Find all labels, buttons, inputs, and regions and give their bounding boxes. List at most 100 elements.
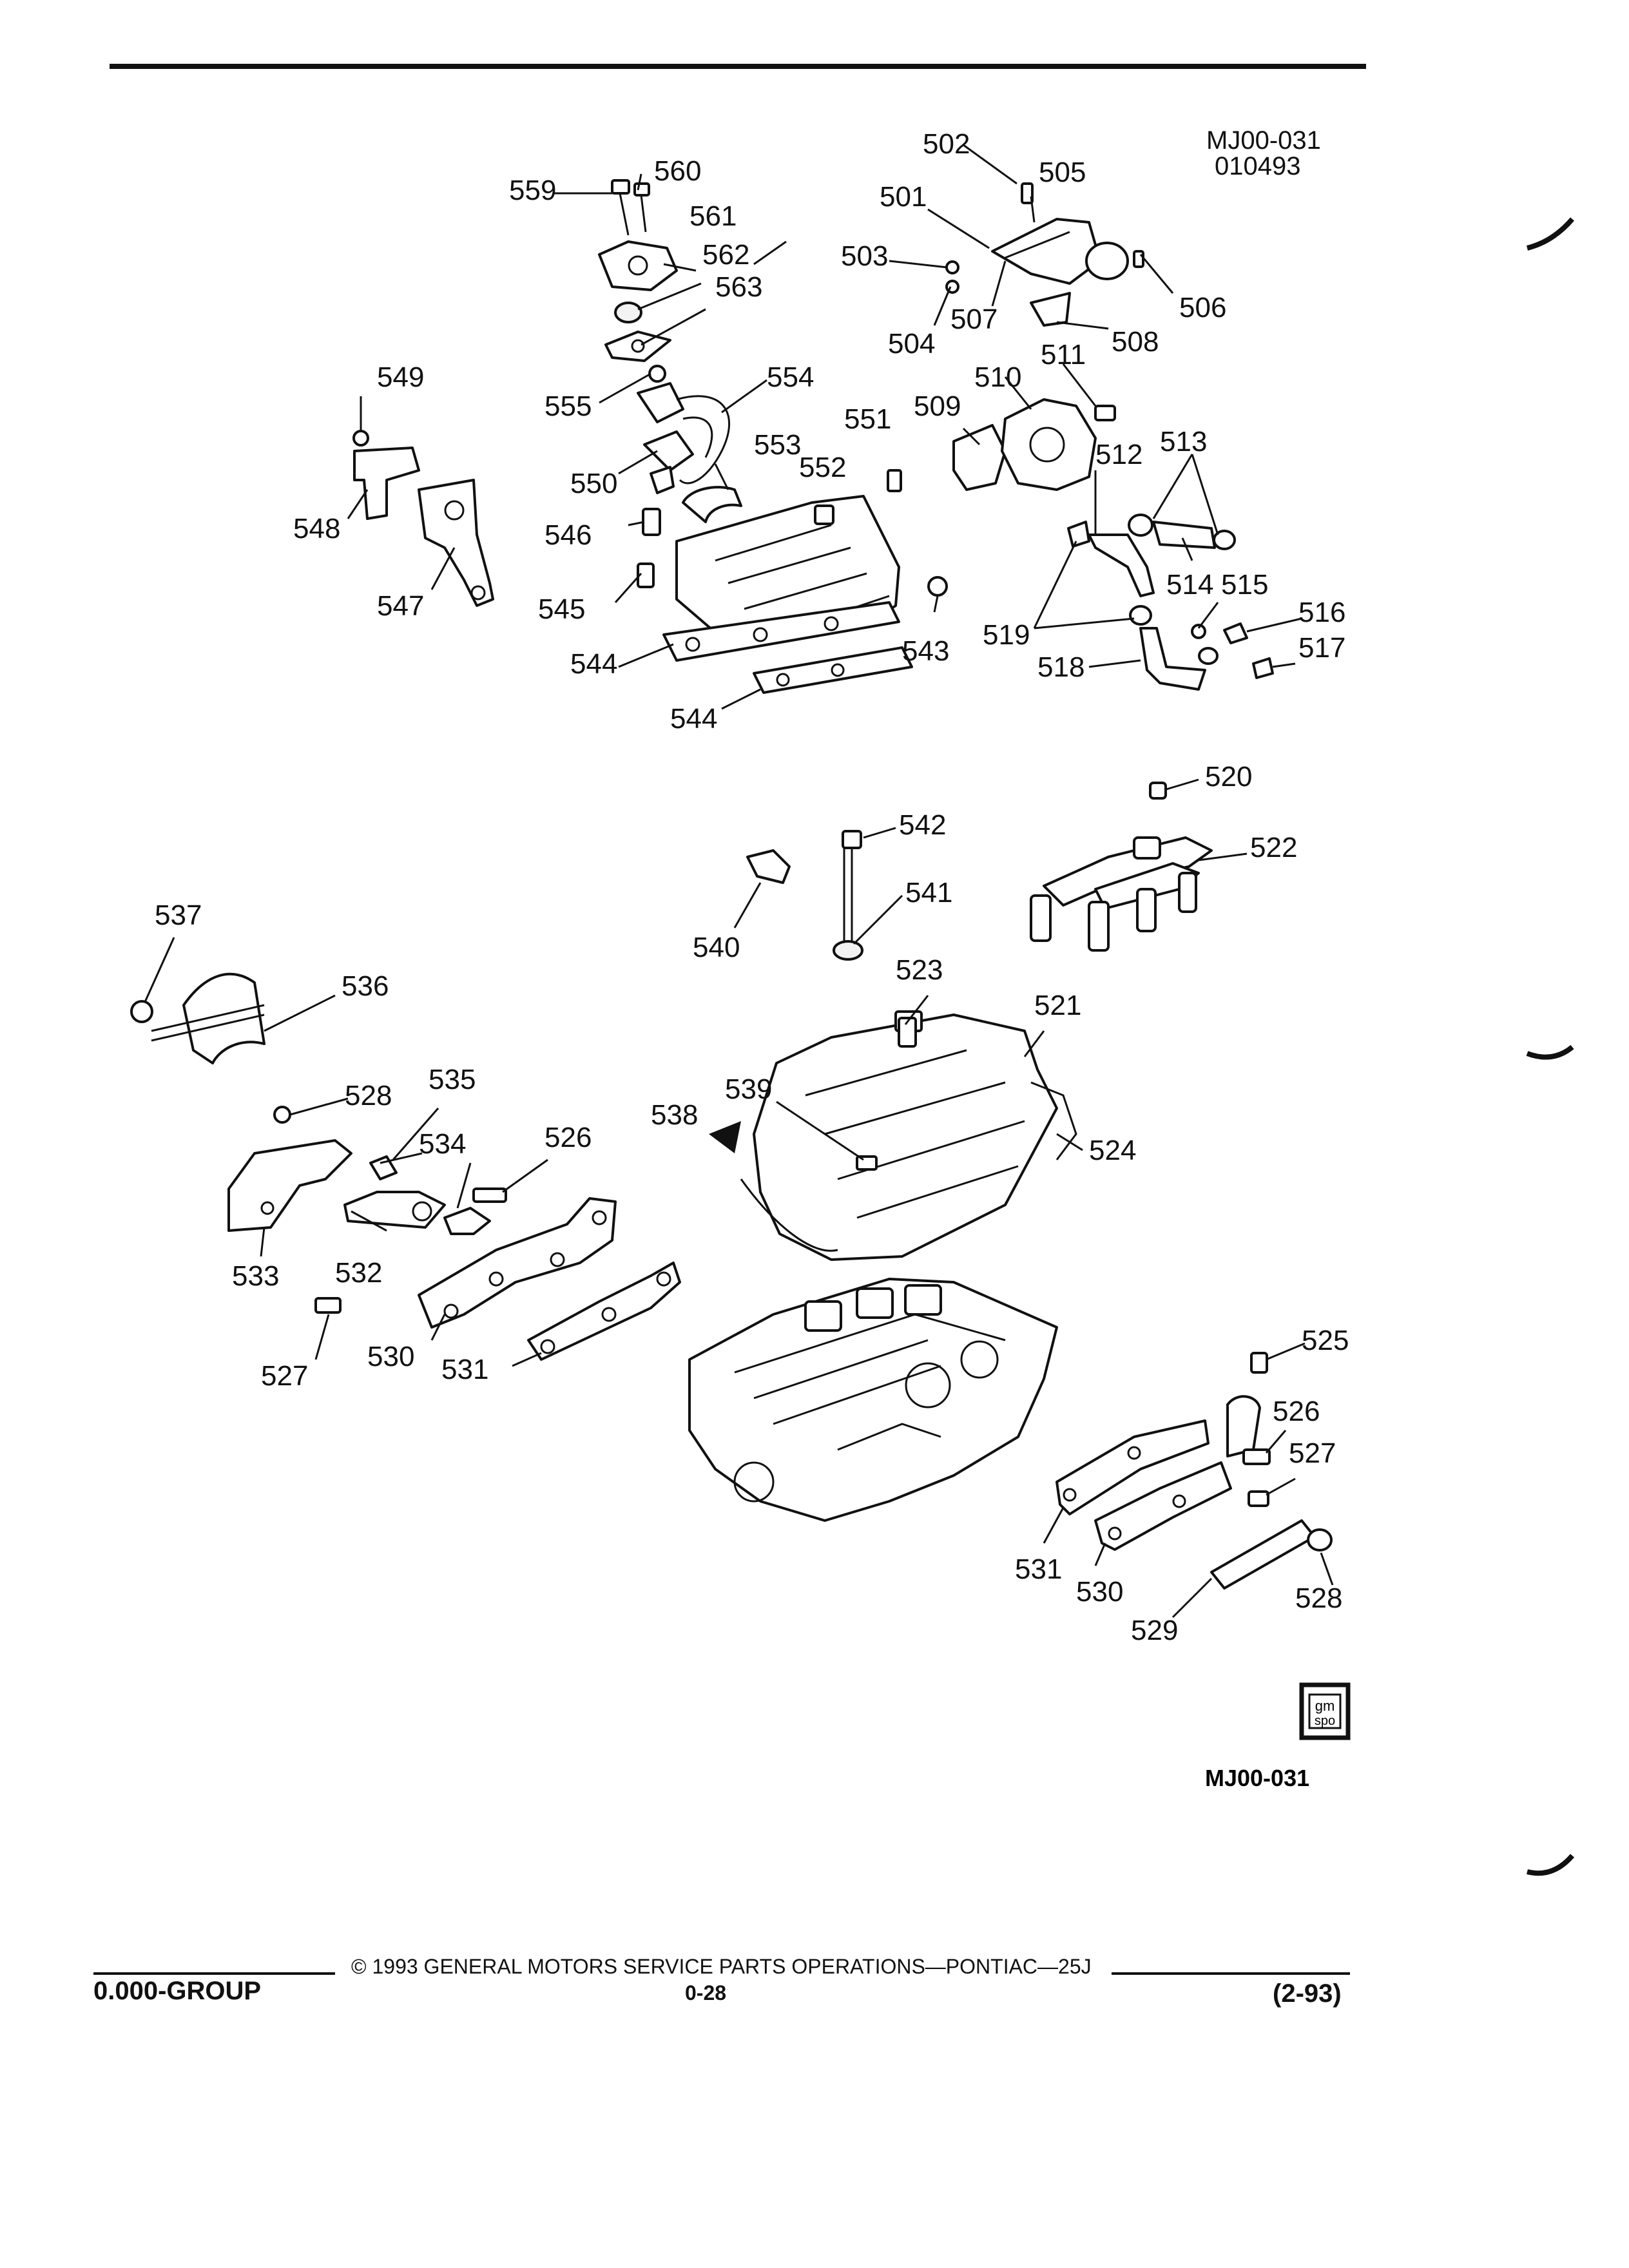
- callout-505: 505: [1039, 157, 1086, 188]
- throttle-body-linkage: [945, 182, 1144, 327]
- coolant-hoses: [1067, 514, 1274, 691]
- margin-mark: [1527, 1854, 1575, 1876]
- callout-labels: 502 505 501 503 504 507 506 508 511 510 …: [155, 128, 1349, 1646]
- callout-526-right: 526: [1273, 1396, 1320, 1427]
- logo-line-1: gm: [1315, 1698, 1335, 1714]
- callout-525: 525: [1302, 1325, 1349, 1356]
- callout-559: 559: [509, 175, 556, 206]
- callout-543: 543: [902, 635, 949, 667]
- callout-529: 529: [1131, 1615, 1178, 1646]
- exhaust-crossover-532: [343, 1191, 446, 1229]
- callout-541: 541: [905, 877, 952, 908]
- logo-line-2: spo: [1315, 1714, 1335, 1728]
- callout-553: 553: [754, 429, 801, 461]
- sensor-540: [746, 849, 791, 884]
- callout-560: 560: [654, 155, 701, 187]
- callout-542: 542: [899, 809, 946, 841]
- callout-510: 510: [974, 361, 1021, 393]
- egr-spacer: [614, 302, 642, 323]
- exhaust-manifold-530-left: [418, 1187, 617, 1329]
- callout-544-a: 544: [570, 648, 617, 680]
- egr-fittings: [637, 508, 661, 588]
- callout-534: 534: [419, 1128, 466, 1160]
- callout-561: 561: [689, 200, 737, 232]
- margin-mark: [1526, 1044, 1574, 1060]
- front-arrow: [709, 1121, 741, 1153]
- figure-code: MJ00-031: [1206, 126, 1321, 155]
- callout-501: 501: [880, 181, 927, 213]
- callout-550: 550: [570, 468, 617, 499]
- lower-intake-manifold: [753, 1010, 1058, 1261]
- bolt-542: [833, 830, 863, 961]
- callout-540: 540: [693, 932, 740, 963]
- bracket-548: [352, 430, 420, 520]
- callout-554: 554: [767, 361, 814, 393]
- egr-pipe: [637, 365, 730, 494]
- callout-562: 562: [702, 239, 749, 271]
- callout-538: 538: [651, 1099, 698, 1131]
- callout-514: 514: [1166, 569, 1213, 601]
- callout-551: 551: [844, 403, 891, 435]
- callout-518: 518: [1037, 651, 1084, 683]
- stud-527-left: [314, 1297, 342, 1314]
- group-label: 0.000-GROUP: [93, 1977, 262, 2005]
- leader-lines: [144, 144, 1334, 1619]
- exhaust-components-right: [1055, 1352, 1333, 1590]
- throttle-body: [952, 398, 1116, 491]
- egr-valve: [598, 240, 678, 291]
- callout-539: 539: [725, 1073, 772, 1105]
- callout-512: 512: [1095, 439, 1142, 470]
- callout-548: 548: [293, 513, 340, 544]
- revision-label: (2-93): [1273, 1979, 1342, 2008]
- callout-530-left: 530: [367, 1341, 414, 1372]
- callout-531-right: 531: [1015, 1553, 1062, 1585]
- callout-504: 504: [888, 328, 935, 360]
- callout-527-right: 527: [1289, 1437, 1336, 1469]
- callout-527-left: 527: [261, 1360, 308, 1392]
- callout-532: 532: [335, 1257, 382, 1289]
- callout-549: 549: [377, 361, 424, 393]
- callout-513: 513: [1160, 426, 1207, 457]
- callout-555: 555: [545, 390, 592, 422]
- callout-503: 503: [841, 240, 888, 272]
- egr-elbow: [682, 486, 742, 523]
- callout-502: 502: [923, 128, 970, 160]
- heat-shield-536: [130, 972, 265, 1064]
- callout-507: 507: [950, 303, 998, 335]
- exhaust-gasket-534: [443, 1207, 491, 1235]
- egr-gasket: [604, 331, 671, 362]
- callout-530-right: 530: [1076, 1576, 1123, 1608]
- callout-537: 537: [155, 899, 202, 931]
- callout-546: 546: [545, 519, 592, 551]
- callout-524: 524: [1089, 1135, 1136, 1166]
- callout-535: 535: [429, 1064, 476, 1095]
- callout-519: 519: [983, 619, 1030, 651]
- date-code: 010493: [1215, 152, 1301, 180]
- page-number: 0-28: [685, 1981, 727, 2004]
- callout-521: 521: [1034, 990, 1081, 1021]
- fuel-rail-injectors: [1030, 782, 1213, 952]
- figure-reference: MJ00-031: [1205, 1765, 1309, 1791]
- callout-511: 511: [1041, 339, 1086, 370]
- bracket-547: [418, 479, 494, 607]
- callout-520: 520: [1205, 761, 1252, 793]
- callout-536: 536: [342, 970, 389, 1002]
- callout-522: 522: [1250, 832, 1297, 863]
- exhaust-heat-shield-533: [227, 1106, 423, 1232]
- copyright-line: © 1993 GENERAL MOTORS SERVICE PARTS OPER…: [351, 1955, 1092, 1978]
- callout-516: 516: [1298, 597, 1345, 628]
- callout-547: 547: [377, 590, 424, 622]
- callout-531-left: 531: [441, 1354, 488, 1385]
- plenum-gasket-upper: [662, 601, 900, 662]
- callout-515: 515: [1221, 569, 1268, 601]
- callout-508: 508: [1112, 326, 1159, 358]
- plenum-gasket-lower: [753, 646, 913, 694]
- callout-506: 506: [1179, 292, 1226, 323]
- intake-gasket-524: [740, 1081, 1077, 1252]
- callout-533: 533: [232, 1260, 279, 1292]
- engine-block: [688, 1278, 1058, 1522]
- gm-spo-logo: gm spo: [1299, 1682, 1351, 1740]
- upper-intake-plenum: [675, 495, 900, 639]
- callout-545: 545: [538, 593, 585, 625]
